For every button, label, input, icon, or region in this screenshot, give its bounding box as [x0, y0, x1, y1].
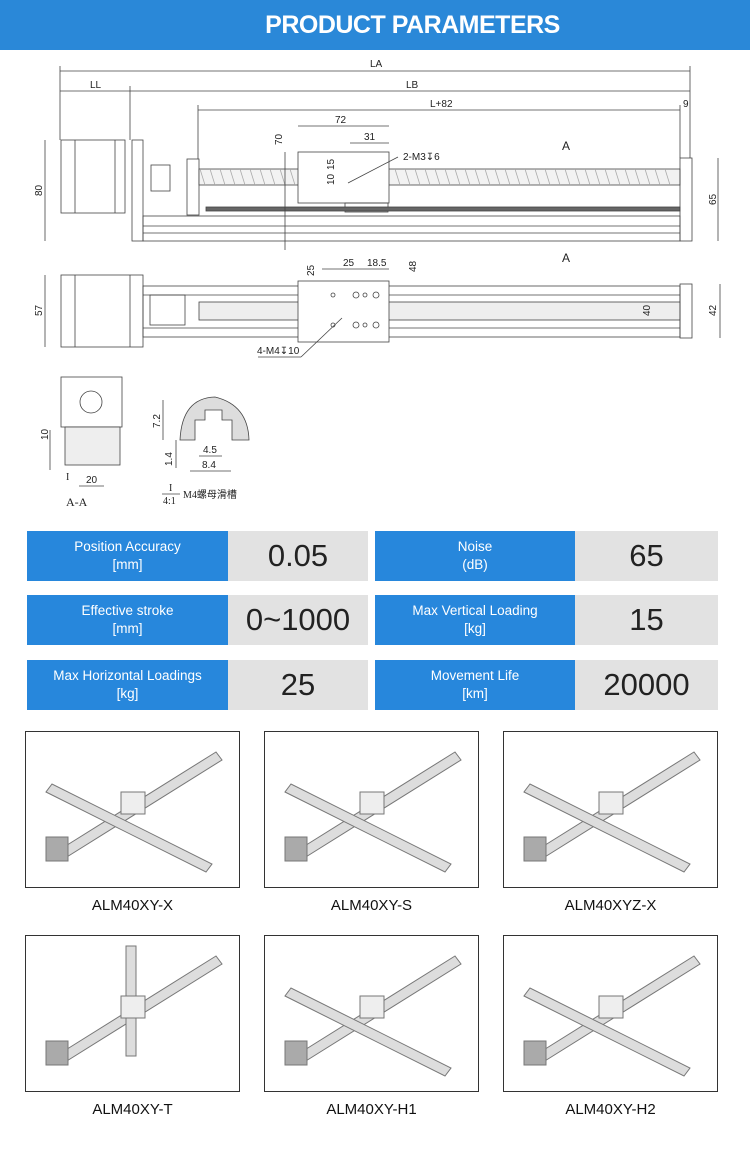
param-position-accuracy: Position Accuracy [mm] 0.05: [27, 531, 368, 581]
param-value: 25: [228, 660, 368, 710]
m3-hole-label: 2-M3↧6: [403, 152, 440, 163]
dim-65: 65: [708, 193, 719, 205]
product-image: [503, 935, 718, 1092]
section-label-AA: A-A: [66, 495, 88, 509]
scale-I: I: [169, 483, 172, 494]
technical-drawing: LA LL LB L+82 9 72 31 70 15 10 2-M3↧6 A …: [34, 59, 721, 509]
dim-80: 80: [34, 184, 45, 196]
param-label: Max Horizontal Loadings: [53, 668, 202, 683]
product-caption: ALM40XY-X: [91, 897, 174, 914]
dim-18-5: 18.5: [367, 258, 387, 269]
product-caption: ALM40XYZ-X: [564, 897, 657, 914]
dim-15: 15: [326, 158, 337, 170]
detail-marker-I: I: [66, 472, 69, 483]
scale-ratio: 4:1: [163, 496, 176, 507]
dim-25-width: 25: [343, 258, 355, 269]
product-image: [264, 731, 479, 888]
product-caption: ALM40XY-T: [92, 1101, 173, 1118]
param-effective-stroke: Effective stroke [mm] 0~1000: [27, 595, 368, 645]
param-label: Effective stroke: [81, 603, 174, 618]
page-title: PRODUCT PARAMETERS: [0, 0, 750, 50]
product-caption: ALM40XY-S: [330, 897, 413, 914]
m4-hole-label: 4-M4↧10: [257, 346, 300, 357]
param-label: Noise: [457, 539, 493, 554]
dim-7-2: 7.2: [152, 414, 163, 428]
dim-LB: LB: [406, 80, 419, 91]
param-label: Max Vertical Loading: [412, 603, 538, 618]
dim-LL: LL: [90, 80, 102, 91]
dim-25-height: 25: [306, 264, 317, 276]
param-value: 15: [575, 595, 718, 645]
dim-9: 9: [683, 99, 689, 110]
param-unit: [kg]: [464, 621, 486, 636]
param-noise: Noise (dB) 65: [375, 531, 718, 581]
param-unit: (dB): [462, 557, 488, 572]
dim-70: 70: [274, 133, 285, 145]
product-image: [25, 731, 240, 888]
param-value: 0~1000: [228, 595, 368, 645]
param-value: 65: [575, 531, 718, 581]
dim-LA: LA: [370, 59, 383, 70]
dim-42: 42: [708, 304, 719, 316]
product-caption: ALM40XY-H1: [326, 1101, 417, 1118]
section-A-top: A: [562, 139, 570, 153]
param-unit: [km]: [462, 686, 488, 701]
dim-40: 40: [642, 304, 653, 316]
param-value: 20000: [575, 660, 718, 710]
param-unit: [mm]: [112, 557, 143, 572]
product-image: [503, 731, 718, 888]
dim-10: 10: [326, 173, 337, 185]
dim-31: 31: [364, 132, 376, 143]
dim-1-4: 1.4: [164, 452, 175, 466]
dim-57: 57: [34, 304, 45, 316]
param-movement-life: Movement Life [km] 20000: [375, 660, 718, 710]
param-max-horizontal-loadings: Max Horizontal Loadings [kg] 25: [27, 660, 368, 710]
dim-L82: L+82: [430, 99, 453, 110]
slot-label: M4螺母滑槽: [183, 488, 237, 501]
dim-72: 72: [335, 115, 347, 126]
product-image: [264, 935, 479, 1092]
dim-8-4: 8.4: [202, 460, 216, 471]
param-max-vertical-loading: Max Vertical Loading [kg] 15: [375, 595, 718, 645]
dim-4-5: 4.5: [203, 445, 217, 456]
dim-10-section: 10: [40, 428, 51, 440]
product-image: [25, 935, 240, 1092]
param-value: 0.05: [228, 531, 368, 581]
param-unit: [mm]: [112, 621, 143, 636]
param-unit: [kg]: [116, 686, 139, 701]
dim-20: 20: [86, 475, 98, 486]
param-label: Position Accuracy: [74, 539, 181, 554]
section-A-bottom: A: [562, 251, 570, 265]
dim-48: 48: [408, 260, 419, 272]
product-caption: ALM40XY-H2: [565, 1101, 656, 1118]
param-label: Movement Life: [430, 668, 520, 683]
